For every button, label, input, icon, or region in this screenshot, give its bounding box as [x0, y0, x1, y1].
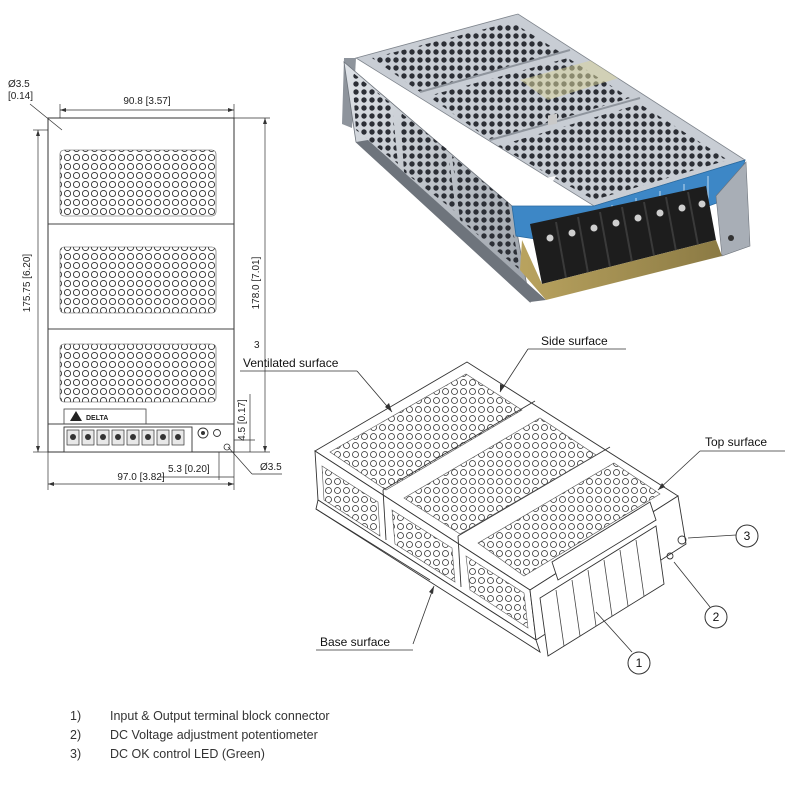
- vent-panel-bottom: [59, 343, 217, 403]
- legend-item: 3) DC OK control LED (Green): [70, 744, 330, 763]
- front-mount-hole: [223, 443, 231, 451]
- vent-panel-top: [59, 149, 217, 217]
- legend-item: 1) Input & Output terminal block connect…: [70, 706, 330, 725]
- legend-number: 1): [70, 708, 82, 723]
- legend: 1) Input & Output terminal block connect…: [70, 706, 330, 763]
- dim-offset-bottom: 5.3 [0.20]: [168, 464, 210, 475]
- callout-1: 1: [627, 651, 651, 675]
- label-ventilated-surface: Ventilated surface: [243, 356, 339, 370]
- dim-hole-top: Ø3.5: [8, 79, 30, 90]
- dim-offset-right: 4.5 [0.17]: [237, 399, 248, 441]
- dim-width-outer: 97.0 [3.82]: [117, 472, 164, 483]
- legend-text: Input & Output terminal block connector: [110, 708, 330, 723]
- iso-terminal-block: [539, 525, 665, 657]
- product-photo: [342, 13, 751, 304]
- legend-text: DC Voltage adjustment potentiometer: [110, 727, 318, 742]
- vent-panel-middle: [59, 246, 217, 314]
- label-top-surface: Top surface: [705, 435, 767, 449]
- front-brand: DELTA: [86, 415, 108, 422]
- front-terminal-block: [63, 426, 193, 453]
- delta-logo-icon: [70, 411, 82, 421]
- callout-3: 3: [735, 524, 759, 548]
- callout-1-number: 1: [636, 656, 643, 670]
- front-view-drawing: DELTA: [8, 79, 282, 490]
- dim-height-left: 175.75 [6.20]: [22, 254, 33, 313]
- dim-hole-top-in: [0.14]: [8, 91, 33, 102]
- label-side-surface: Side surface: [541, 334, 608, 348]
- dim-hole-bottom: Ø3.5: [260, 462, 282, 473]
- legend-item: 2) DC Voltage adjustment potentiometer: [70, 725, 330, 744]
- callout-leaders: [356, 348, 737, 653]
- callout-2: 2: [704, 605, 728, 629]
- callout-2-number: 2: [713, 610, 720, 624]
- dim-height-right: 178.0 [7.01]: [251, 256, 262, 309]
- iso-ref-mark: 3: [254, 340, 260, 351]
- callout-3-number: 3: [744, 529, 751, 543]
- isometric-drawing: [314, 361, 687, 657]
- front-label-plate: [63, 408, 147, 425]
- dimension-lines: [29, 103, 282, 490]
- front-led: [213, 429, 221, 437]
- legend-text: DC OK control LED (Green): [110, 746, 265, 761]
- legend-number: 2): [70, 727, 82, 742]
- legend-number: 3): [70, 746, 82, 761]
- front-potentiometer: [197, 427, 209, 439]
- dim-width-inner: 90.8 [3.57]: [123, 96, 170, 107]
- label-base-surface: Base surface: [320, 635, 390, 649]
